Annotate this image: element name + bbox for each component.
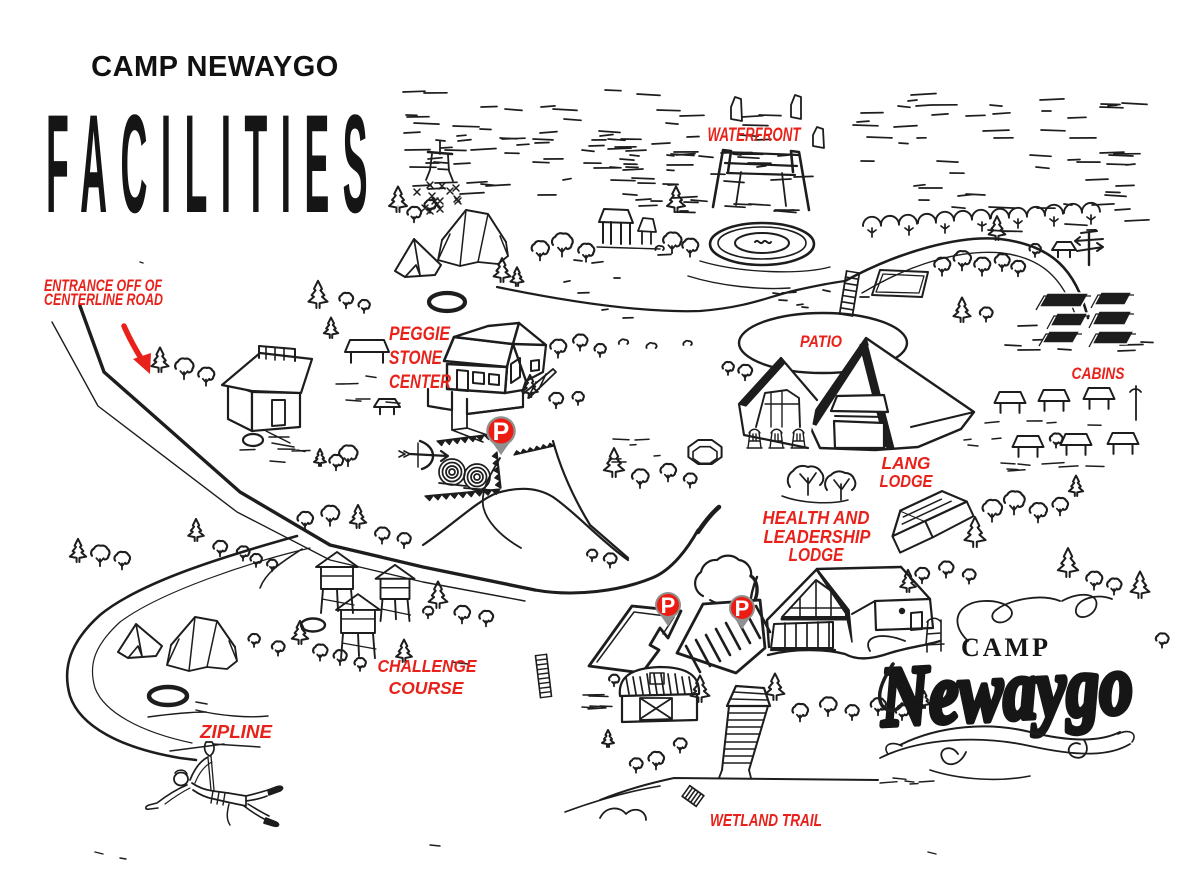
svg-text:WATERFRONT: WATERFRONT	[708, 125, 802, 146]
svg-text:P: P	[493, 418, 510, 446]
svg-text:P: P	[735, 596, 750, 621]
svg-text:LANG: LANG	[882, 453, 931, 473]
svg-text:COURSE: COURSE	[389, 678, 465, 698]
svg-text:STONE: STONE	[389, 348, 443, 369]
svg-text:ZIPLINE: ZIPLINE	[199, 722, 273, 742]
svg-text:CENTERLINE ROAD: CENTERLINE ROAD	[44, 291, 163, 309]
svg-text:HEALTH AND: HEALTH AND	[763, 508, 870, 528]
svg-text:FACILITIES: FACILITIES	[46, 85, 381, 242]
svg-text:P: P	[661, 593, 676, 618]
svg-text:LODGE: LODGE	[880, 471, 934, 491]
svg-text:CAMP: CAMP	[961, 633, 1051, 662]
svg-text:LODGE: LODGE	[789, 545, 845, 565]
svg-text:PEGGIE: PEGGIE	[389, 324, 451, 345]
svg-text:PATIO: PATIO	[800, 332, 842, 351]
svg-text:ENTRANCE OFF OF: ENTRANCE OFF OF	[44, 277, 163, 295]
svg-text:LEADERSHIP: LEADERSHIP	[764, 527, 872, 547]
svg-text:WETLAND TRAIL: WETLAND TRAIL	[710, 810, 822, 830]
svg-text:CABINS: CABINS	[1072, 364, 1126, 383]
svg-text:CAMP NEWAYGO: CAMP NEWAYGO	[91, 51, 339, 83]
svg-text:CENTER: CENTER	[389, 372, 451, 393]
svg-text:CHALLENGE: CHALLENGE	[378, 656, 478, 676]
